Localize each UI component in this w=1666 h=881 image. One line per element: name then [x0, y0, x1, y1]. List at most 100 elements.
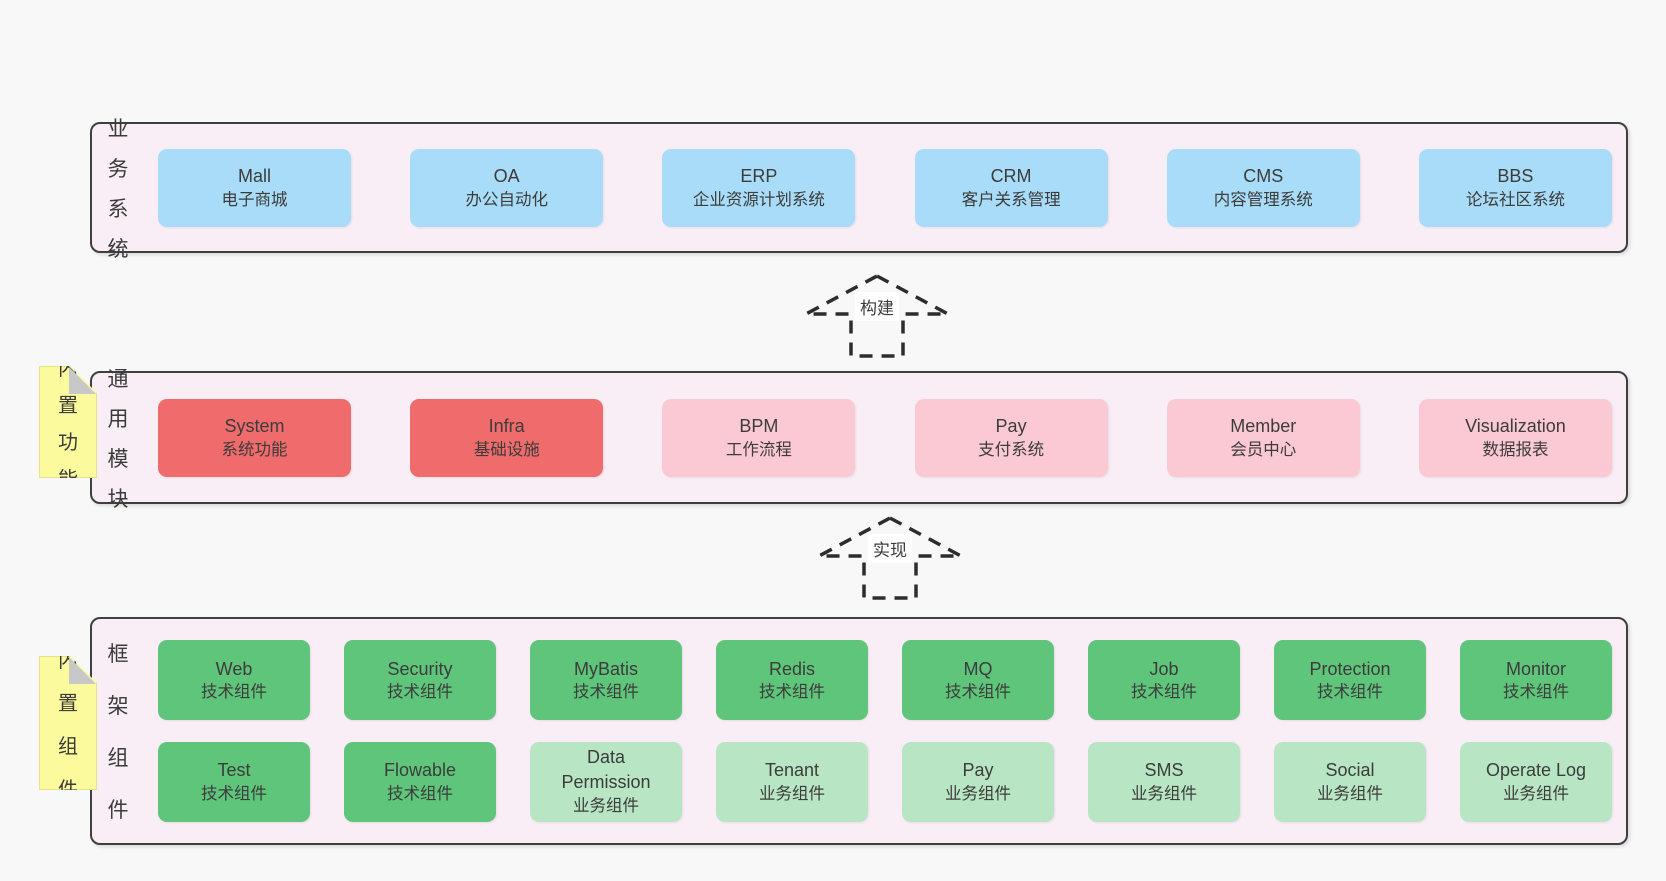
box-title: Web: [215, 658, 253, 679]
box-title: Redis: [768, 658, 816, 679]
implement-arrow: 实现: [817, 515, 963, 601]
box-title: Test: [217, 759, 251, 780]
box-title: Tenant: [764, 759, 820, 780]
box-subtitle: 技术组件: [1317, 683, 1383, 702]
dashed-up-arrow-icon: [818, 516, 962, 600]
box-subtitle: 技术组件: [387, 683, 453, 702]
box-subtitle: 技术组件: [201, 784, 267, 803]
panel-label-business-systems: 业务系统: [107, 117, 129, 261]
box-title: ERP: [740, 165, 778, 186]
sticky-note-built-in-features: 内置功能: [39, 366, 97, 478]
box-subtitle: 技术组件: [759, 683, 825, 702]
box-erp: ERP 企业资源计划系统: [662, 148, 856, 227]
box-operate-log: Operate Log 业务组件: [1460, 741, 1612, 822]
box-title: BBS: [1497, 165, 1534, 186]
box-title: Pay: [995, 415, 1027, 436]
implement-arrow-label: 实现: [868, 534, 912, 563]
box-title: BPM: [739, 415, 779, 436]
box-system: System 系统功能: [158, 398, 351, 477]
box-data-permission: Data Permission 业务组件: [530, 741, 682, 822]
box-title: OA: [493, 165, 520, 186]
box-subtitle: 办公自动化: [465, 190, 548, 209]
box-title: Operate Log: [1485, 759, 1587, 780]
box-mybatis: MyBatis 技术组件: [530, 640, 682, 721]
box-title: Protection: [1309, 658, 1391, 679]
box-subtitle: 技术组件: [387, 784, 453, 803]
box-subtitle: 业务组件: [1503, 784, 1569, 803]
box-infra: Infra 基础设施: [410, 398, 604, 477]
box-subtitle: 业务组件: [1131, 784, 1197, 803]
box-title: System: [224, 415, 285, 436]
box-subtitle: 业务组件: [945, 784, 1011, 803]
box-title: MQ: [963, 658, 993, 679]
box-title: Security: [387, 658, 453, 679]
box-subtitle: 电子商城: [221, 190, 288, 209]
panel-label-common-modules: 通用模块: [107, 367, 129, 511]
box-title: Job: [1149, 658, 1179, 679]
box-protection: Protection 技术组件: [1274, 640, 1426, 721]
box-title: CRM: [990, 165, 1032, 186]
box-title: Visualization: [1465, 415, 1566, 436]
box-title: Mall: [237, 165, 271, 186]
box-title: Infra: [488, 415, 525, 436]
build-arrow: 构建: [804, 273, 950, 359]
box-subtitle: 企业资源计划系统: [692, 190, 825, 209]
box-subtitle: 技术组件: [1503, 683, 1569, 702]
box-subtitle: 内容管理系统: [1213, 190, 1313, 209]
box-title: Social: [1325, 759, 1375, 780]
box-subtitle: 客户关系管理: [961, 190, 1061, 209]
box-flowable: Flowable 技术组件: [344, 741, 496, 822]
panel-business-systems: 业务系统 Mall 电子商城 OA 办公自动化 ERP 企业资源计划系统 CRM 客户关系管理…: [90, 117, 1628, 261]
box-subtitle: 数据报表: [1482, 440, 1549, 459]
box-title: Pay: [962, 759, 994, 780]
box-visualization: Visualization 数据报表: [1418, 398, 1612, 477]
box-pay: Pay 业务组件: [902, 741, 1054, 822]
sticky-note-built-in-components: 内置组件: [39, 656, 97, 790]
box-subtitle: 技术组件: [201, 683, 267, 702]
box-subtitle: 基础设施: [473, 440, 540, 459]
box-mall: Mall 电子商城: [158, 148, 351, 227]
box-social: Social 业务组件: [1274, 741, 1426, 822]
box-job: Job 技术组件: [1088, 640, 1240, 721]
panel-common-modules: 通用模块 System 系统功能 Infra 基础设施 BPM 工作流程 Pay 支付系统 Me…: [90, 367, 1628, 511]
box-subtitle: 技术组件: [1131, 683, 1197, 702]
dashed-up-arrow-icon: [805, 274, 949, 358]
box-crm: CRM 客户关系管理: [914, 148, 1108, 227]
sticky-note-label: 内置功能: [58, 358, 78, 491]
box-oa: OA 办公自动化: [410, 148, 604, 227]
box-subtitle: 系统功能: [221, 440, 288, 459]
box-sms: SMS 业务组件: [1088, 741, 1240, 822]
box-member: Member 会员中心: [1166, 398, 1360, 477]
panel-label-framework-components: 框架组件: [107, 643, 129, 822]
box-pay: Pay 支付系统: [914, 398, 1108, 477]
box-subtitle: 工作流程: [725, 440, 792, 459]
box-bbs: BBS 论坛社区系统: [1418, 148, 1612, 227]
box-subtitle: 技术组件: [945, 683, 1011, 702]
box-subtitle: 论坛社区系统: [1465, 190, 1565, 209]
box-title: Member: [1230, 415, 1297, 436]
box-redis: Redis 技术组件: [716, 640, 868, 721]
box-bpm: BPM 工作流程: [662, 398, 856, 477]
box-subtitle: 业务组件: [573, 797, 639, 816]
box-title: MyBatis: [573, 658, 638, 679]
box-web: Web 技术组件: [158, 640, 310, 721]
box-title: SMS: [1144, 759, 1184, 780]
box-mq: MQ 技术组件: [902, 640, 1054, 721]
box-subtitle: 业务组件: [1317, 784, 1383, 803]
box-subtitle: 会员中心: [1230, 440, 1297, 459]
box-security: Security 技术组件: [344, 640, 496, 721]
box-subtitle: 支付系统: [978, 440, 1045, 459]
box-subtitle: 技术组件: [573, 683, 639, 702]
box-title: Flowable: [383, 759, 457, 780]
framework-components-box-row-2: Test 技术组件 Flowable 技术组件 Data Permission 业务组件 T…: [144, 741, 1626, 822]
box-title: Data Permission: [561, 747, 651, 793]
box-test: Test 技术组件: [158, 741, 310, 822]
